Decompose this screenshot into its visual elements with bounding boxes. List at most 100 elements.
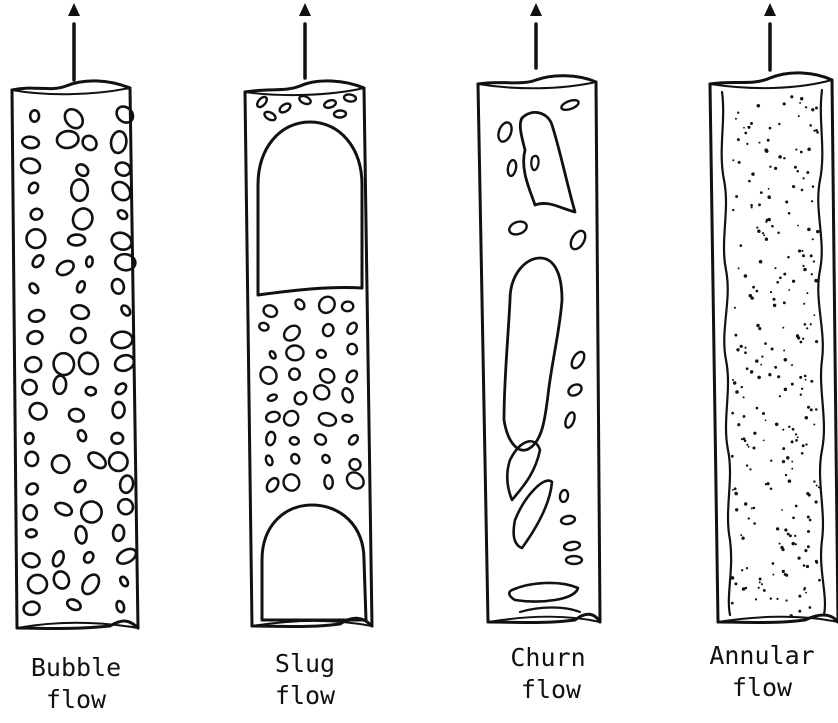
- gas-bubble: [281, 408, 301, 428]
- gas-bubble: [334, 110, 346, 118]
- liquid-droplet: [753, 432, 756, 435]
- liquid-droplet: [734, 487, 737, 490]
- liquid-droplet: [792, 428, 795, 431]
- liquid-droplet: [735, 508, 738, 511]
- gas-bubble: [24, 355, 43, 373]
- liquid-droplet: [733, 381, 736, 384]
- liquid-droplet: [770, 291, 772, 293]
- liquid-droplet: [778, 155, 782, 159]
- liquid-droplet: [735, 390, 739, 394]
- liquid-droplet: [747, 126, 750, 129]
- gas-bubble: [74, 162, 90, 178]
- gas-bubble: [265, 431, 276, 446]
- liquid-droplet: [735, 195, 738, 198]
- gas-bubble: [345, 369, 360, 385]
- liquid-droplet: [731, 455, 734, 458]
- gas-bubble: [26, 529, 37, 538]
- liquid-droplet: [799, 376, 802, 379]
- gas-bubble: [324, 475, 333, 489]
- liquid-droplet: [788, 289, 790, 291]
- liquid-droplet: [782, 570, 785, 573]
- liquid-droplet: [765, 238, 768, 241]
- gas-bubble: [269, 350, 277, 359]
- gas-bubble: [70, 304, 90, 321]
- liquid-droplet: [791, 542, 794, 545]
- liquid-droplet: [750, 204, 753, 207]
- liquid-droplet: [767, 139, 770, 142]
- gas-bubble: [112, 402, 125, 418]
- liquid-droplet: [779, 276, 782, 279]
- liquid-droplet: [774, 267, 776, 269]
- liquid-droplet: [743, 415, 746, 418]
- liquid-droplet: [801, 452, 804, 455]
- liquid-droplet: [804, 549, 807, 552]
- liquid-droplet: [813, 480, 815, 482]
- liquid-droplet: [768, 373, 771, 376]
- liquid-droplet: [782, 327, 784, 329]
- gas-bubble: [119, 575, 130, 587]
- gas-bubble: [21, 136, 39, 150]
- gas-bubble: [110, 130, 128, 154]
- gas-bubble: [120, 304, 132, 317]
- gas-bubble: [21, 551, 41, 569]
- liquid-droplet: [797, 225, 799, 227]
- liquid-droplet: [815, 560, 818, 563]
- gas-bubble: [115, 546, 139, 567]
- liquid-droplet: [757, 104, 761, 108]
- liquid-droplet: [772, 562, 775, 565]
- gas-bubble: [61, 106, 86, 132]
- liquid-droplet: [759, 142, 761, 144]
- gas-bubble: [85, 387, 96, 396]
- gas-bubble: [114, 160, 133, 178]
- gas-bubble: [76, 350, 101, 377]
- liquid-droplet: [776, 598, 778, 600]
- gas-bubble: [281, 472, 301, 493]
- liquid-droplet: [782, 447, 785, 450]
- liquid-droplet: [749, 468, 751, 470]
- liquid-droplet: [808, 493, 811, 496]
- gas-bubble: [267, 393, 278, 402]
- gas-bubble: [28, 282, 40, 295]
- gas-bubble: [110, 278, 125, 295]
- liquid-droplet: [798, 115, 800, 117]
- liquid-droplet: [801, 250, 803, 252]
- slug-flow-label-line1: Slug: [275, 649, 335, 678]
- liquid-droplet: [756, 290, 759, 293]
- slug-flow-tube: [245, 3, 372, 627]
- liquid-droplet: [815, 107, 818, 110]
- gas-bubble: [25, 452, 38, 466]
- gas-bubble: [263, 110, 277, 122]
- liquid-droplet: [734, 492, 738, 496]
- gas-bubble: [262, 303, 279, 319]
- liquid-droplet: [744, 502, 747, 505]
- gas-bubble: [341, 387, 355, 404]
- liquid-droplet: [800, 341, 803, 344]
- liquid-droplet: [739, 244, 742, 247]
- gas-bubble: [27, 181, 40, 195]
- gas-bubble: [290, 453, 301, 465]
- liquid-droplet: [805, 416, 808, 419]
- liquid-droplet: [770, 597, 772, 599]
- liquid-droplet: [752, 286, 755, 289]
- liquid-droplet: [732, 379, 734, 381]
- gas-bubble: [51, 550, 66, 568]
- gas-bubble: [119, 475, 135, 494]
- liquid-droplet: [751, 172, 754, 175]
- gas-bubble: [289, 436, 299, 445]
- liquid-droplet: [758, 587, 760, 589]
- gas-bubble: [52, 351, 76, 376]
- liquid-droplet: [776, 281, 779, 284]
- gas-bubble: [323, 99, 337, 109]
- liquid-droplet: [767, 482, 770, 485]
- gas-bubble: [20, 377, 40, 397]
- liquid-droplet: [804, 323, 807, 326]
- gas-bubble: [53, 375, 67, 394]
- liquid-droplet: [807, 406, 810, 409]
- liquid-droplet: [807, 545, 810, 548]
- liquid-droplet: [790, 614, 793, 617]
- churn-gas-blob-top: [520, 112, 575, 212]
- liquid-droplet: [798, 557, 801, 560]
- liquid-droplet: [800, 97, 803, 100]
- liquid-droplet: [816, 485, 818, 487]
- liquid-droplet: [777, 375, 780, 378]
